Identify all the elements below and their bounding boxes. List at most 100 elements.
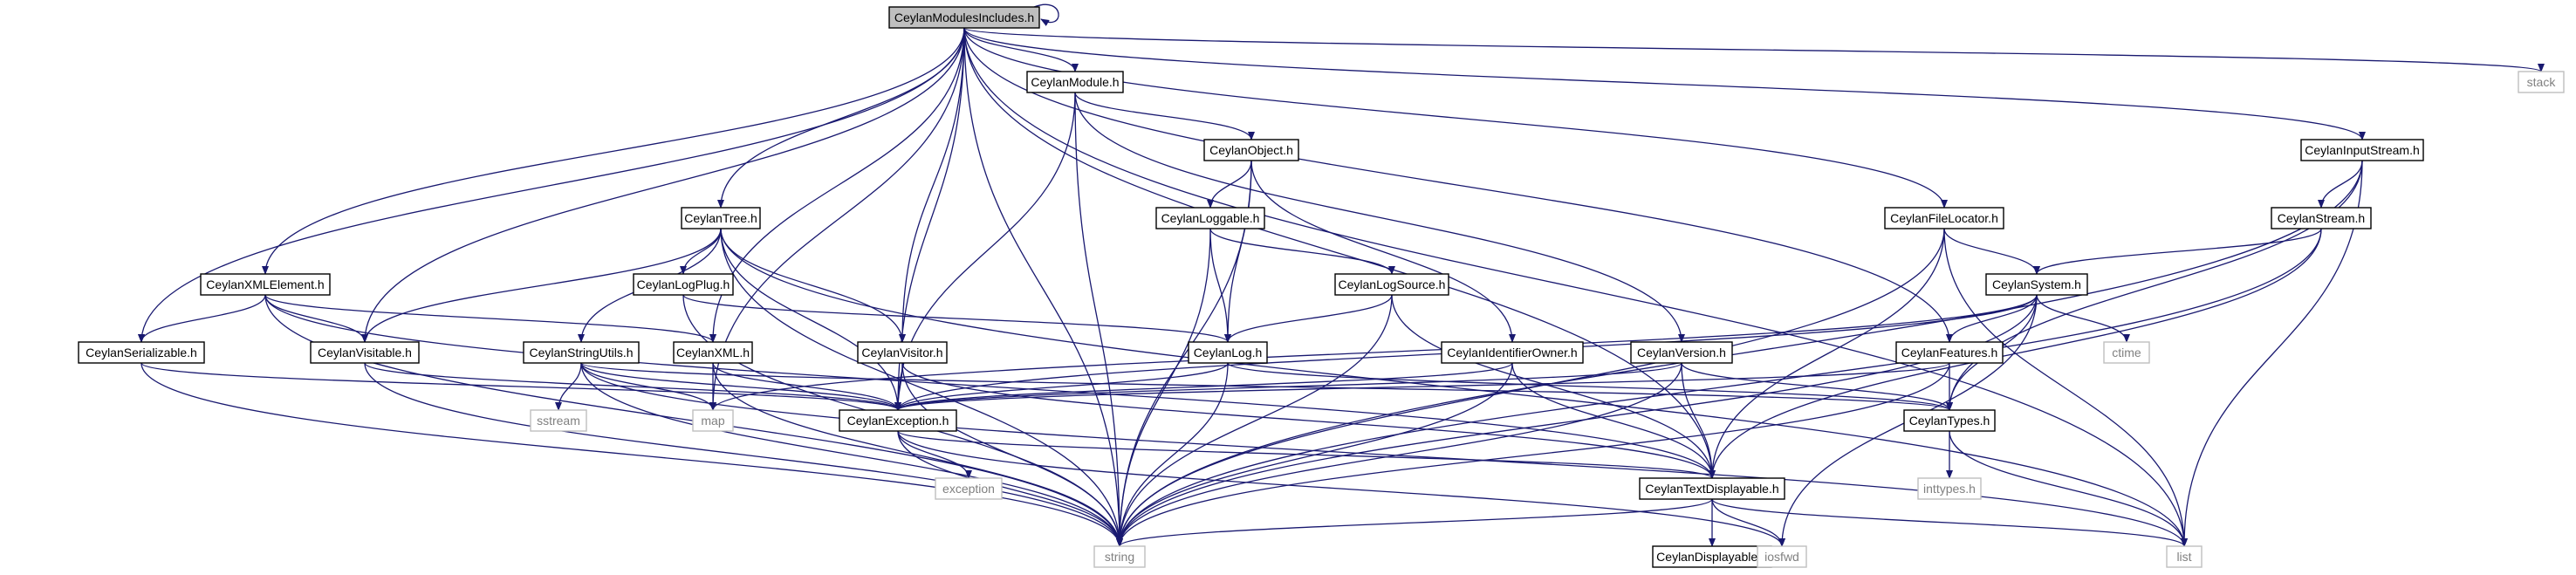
edge-visitor-to-textdisplayable xyxy=(901,362,1716,479)
node-box-visitor xyxy=(857,341,948,364)
node-label-stream: CeylanStream.h xyxy=(2278,211,2365,225)
edge-log-to-exception_h xyxy=(894,362,1229,411)
node-map: map xyxy=(692,409,734,432)
edge-visitable-to-exception_h xyxy=(364,362,901,411)
node-displayable[interactable]: CeylanDisplayable.h xyxy=(1652,545,1772,568)
node-box-stack xyxy=(2518,71,2565,93)
node-list: list xyxy=(2166,545,2203,568)
node-box-stream xyxy=(2271,207,2372,229)
node-label-features: CeylanFeatures.h xyxy=(1901,346,1998,359)
node-module[interactable]: CeylanModule.h xyxy=(1026,71,1124,93)
node-box-module xyxy=(1026,71,1124,93)
edge-exception_h-to-iosfwd xyxy=(897,430,1785,547)
node-object[interactable]: CeylanObject.h xyxy=(1203,139,1299,161)
node-box-logsource xyxy=(1334,273,1449,296)
node-label-module: CeylanModule.h xyxy=(1031,75,1119,89)
edge-serializable-to-exception_h xyxy=(140,362,901,411)
node-inputstream[interactable]: CeylanInputStream.h xyxy=(2300,139,2424,161)
edge-types-to-list xyxy=(1949,430,2188,547)
node-label-map: map xyxy=(701,414,724,428)
node-box-stringutils xyxy=(523,341,640,364)
node-features[interactable]: CeylanFeatures.h xyxy=(1895,341,2004,364)
node-exception: exception xyxy=(935,477,1003,500)
node-version[interactable]: CeylanVersion.h xyxy=(1630,341,1733,364)
node-box-list xyxy=(2166,545,2203,568)
edge-version-to-types xyxy=(1681,362,1953,411)
edges-layer xyxy=(138,3,2545,547)
edge-visitable-to-string xyxy=(364,362,1123,547)
node-stream[interactable]: CeylanStream.h xyxy=(2271,207,2372,229)
node-logsource[interactable]: CeylanLogSource.h xyxy=(1334,273,1449,296)
node-box-system xyxy=(1985,273,2088,296)
edge-features-to-exception_h xyxy=(894,362,1950,411)
node-label-ctime: ctime xyxy=(2112,346,2141,359)
node-sstream: sstream xyxy=(530,409,587,432)
node-box-xmlelement xyxy=(200,273,331,296)
edge-filelocator-to-string xyxy=(1116,228,1945,547)
node-log[interactable]: CeylanLog.h xyxy=(1188,341,1268,364)
edge-modules-to-stack xyxy=(963,27,2545,72)
node-label-xml: CeylanXML.h xyxy=(676,346,750,359)
edge-object-to-loggable xyxy=(1207,160,1252,209)
edge-loggable-to-string xyxy=(1116,228,1211,547)
node-label-object: CeylanObject.h xyxy=(1209,143,1293,157)
node-logplug[interactable]: CeylanLogPlug.h xyxy=(633,273,734,296)
edge-loggable-to-log xyxy=(1209,228,1231,343)
node-box-tree xyxy=(681,207,761,229)
node-label-visitable: CeylanVisitable.h xyxy=(318,346,412,359)
node-label-stack: stack xyxy=(2527,75,2557,89)
node-xml[interactable]: CeylanXML.h xyxy=(673,341,753,364)
edge-module-to-object xyxy=(1074,92,1255,140)
node-iosfwd: iosfwd xyxy=(1757,545,1807,568)
node-ctime: ctime xyxy=(2103,341,2150,364)
node-box-version xyxy=(1630,341,1733,364)
edge-module-to-version xyxy=(1074,92,1685,343)
node-serializable[interactable]: CeylanSerializable.h xyxy=(78,341,205,364)
nodes-layer: CeylanModulesIncludes.h stack CeylanModule… xyxy=(78,6,2565,568)
edge-exception_h-to-string xyxy=(897,430,1123,547)
node-xmlelement[interactable]: CeylanXMLElement.h xyxy=(200,273,331,296)
node-label-filelocator: CeylanFileLocator.h xyxy=(1890,211,1998,225)
edge-system-to-features xyxy=(1946,294,2038,343)
node-modules[interactable]: CeylanModulesIncludes.h xyxy=(888,6,1040,29)
node-box-inputstream xyxy=(2300,139,2424,161)
edge-stringutils-to-map xyxy=(580,362,716,411)
node-label-sstream: sstream xyxy=(537,414,580,428)
edge-modules-to-xmlelement xyxy=(262,27,965,275)
edge-exception_h-to-textdisplayable xyxy=(897,430,1716,479)
node-filelocator[interactable]: CeylanFileLocator.h xyxy=(1884,207,2004,229)
edge-modules-to-filelocator xyxy=(963,27,1948,209)
node-box-string xyxy=(1093,545,1146,568)
edge-modules-to-xml xyxy=(709,27,965,343)
node-visitable[interactable]: CeylanVisitable.h xyxy=(310,341,420,364)
node-label-tree: CeylanTree.h xyxy=(684,211,757,225)
node-box-features xyxy=(1895,341,2004,364)
node-system[interactable]: CeylanSystem.h xyxy=(1985,273,2088,296)
edge-features-to-string xyxy=(1116,362,1950,547)
edge-modules-to-visitable xyxy=(361,27,965,343)
edge-version-to-string xyxy=(1116,362,1682,547)
node-box-iosfwd xyxy=(1757,545,1807,568)
edge-system-to-ctime xyxy=(2036,294,2130,343)
node-visitor[interactable]: CeylanVisitor.h xyxy=(857,341,948,364)
edge-modules-to-textdisplayable xyxy=(963,27,1716,479)
edge-log-to-string xyxy=(1116,362,1229,547)
edge-textdisplayable-to-string xyxy=(1116,498,1713,547)
node-types[interactable]: CeylanTypes.h xyxy=(1903,409,1996,432)
node-textdisplayable[interactable]: CeylanTextDisplayable.h xyxy=(1639,477,1785,500)
node-tree[interactable]: CeylanTree.h xyxy=(681,207,761,229)
node-stringutils[interactable]: CeylanStringUtils.h xyxy=(523,341,640,364)
edge-identifierowner-to-exception_h xyxy=(894,362,1513,411)
edge-modules-to-serializable xyxy=(138,27,965,343)
edge-inputstream-to-list xyxy=(2181,160,2363,547)
node-label-logplug: CeylanLogPlug.h xyxy=(637,277,730,291)
node-label-inttypes: inttypes.h xyxy=(1923,482,1976,496)
edge-filelocator-to-list xyxy=(1943,228,2188,547)
node-label-exception_h: CeylanException.h xyxy=(847,414,949,428)
node-exception_h[interactable]: CeylanException.h xyxy=(839,409,957,432)
node-identifierowner[interactable]: CeylanIdentifierOwner.h xyxy=(1441,341,1584,364)
edge-tree-to-logplug xyxy=(680,228,722,275)
node-loggable[interactable]: CeylanLoggable.h xyxy=(1155,207,1265,229)
node-box-inttypes xyxy=(1917,477,1982,500)
edge-object-to-identifierowner xyxy=(1250,160,1516,343)
